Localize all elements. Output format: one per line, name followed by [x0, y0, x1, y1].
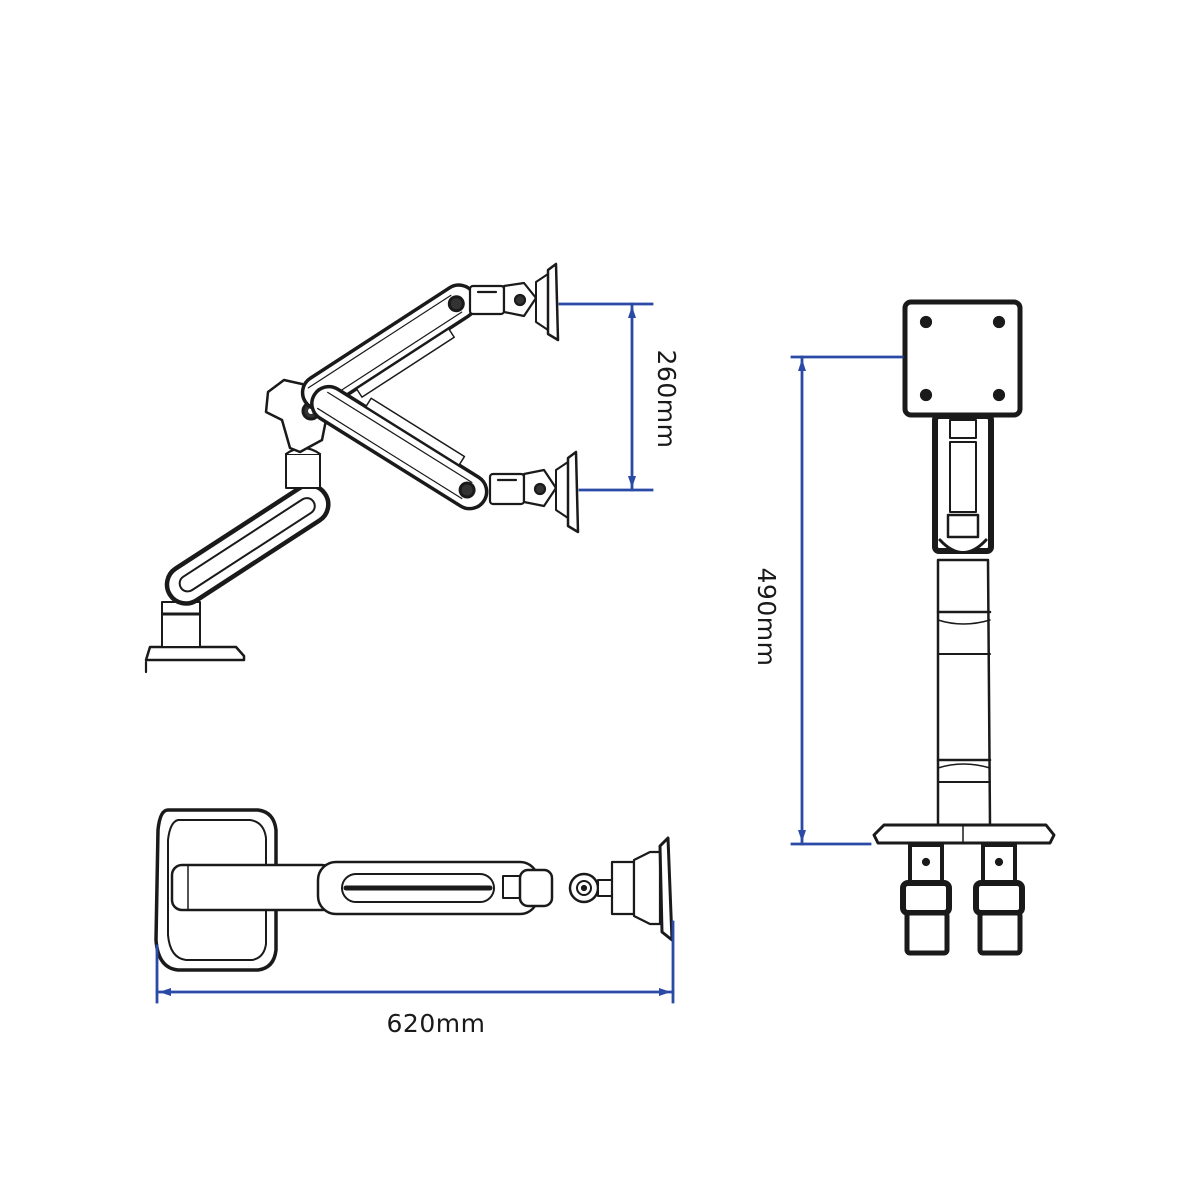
dimension-label-490mm: 490mm — [752, 567, 781, 667]
dimension-label-260mm: 260mm — [652, 349, 681, 449]
front-tilt-housing — [932, 413, 994, 554]
side-upper-arm-lowered — [310, 384, 489, 511]
vesa-plate — [902, 299, 1023, 418]
dimension-line-620mm — [155, 920, 675, 1004]
front-base-plate — [872, 823, 1056, 845]
front-clamp-left — [900, 843, 952, 956]
side-monitor-head-lowered — [488, 450, 580, 534]
dimension-label-620mm: 620mm — [386, 1009, 486, 1038]
top-view — [154, 808, 674, 972]
side-lower-arm — [164, 483, 331, 606]
top-upper-arm — [316, 860, 540, 916]
top-tilt-joint — [502, 836, 674, 942]
front-clamp-right — [973, 843, 1025, 956]
side-monitor-head-raised — [468, 262, 560, 342]
dimension-line-260mm — [558, 302, 654, 492]
front-pole — [936, 558, 992, 827]
side-view — [144, 262, 580, 674]
front-view — [872, 299, 1056, 956]
side-elbow-column — [284, 446, 322, 489]
top-lower-arm — [170, 863, 334, 912]
dimension-line-490mm — [790, 355, 904, 846]
side-base — [144, 601, 246, 674]
